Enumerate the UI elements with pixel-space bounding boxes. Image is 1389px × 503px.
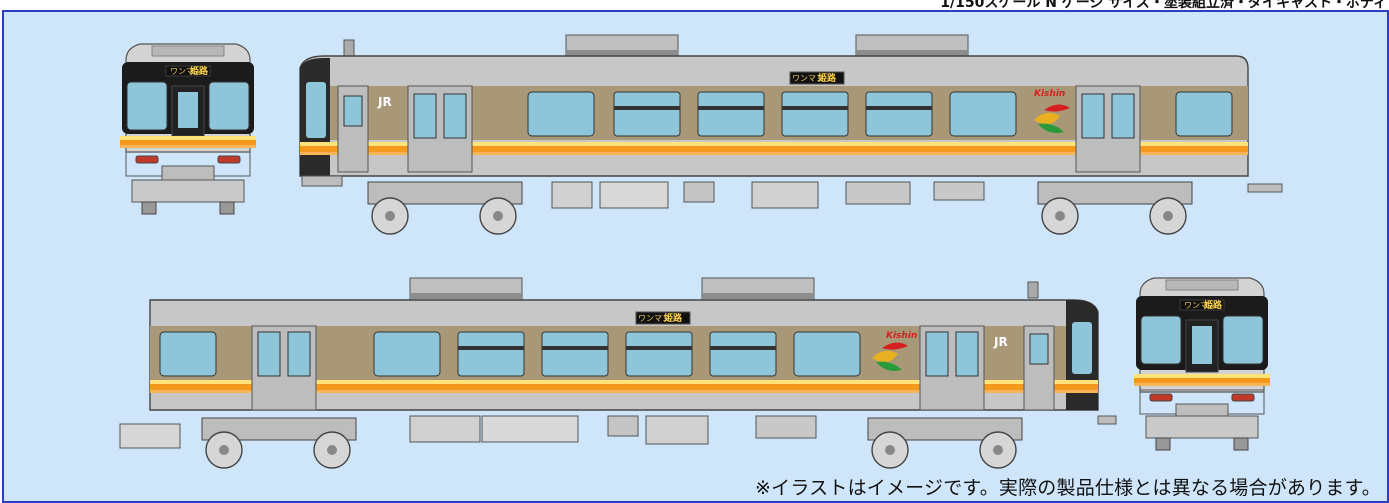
top-strip: 1/150スケール N ゲージ サイズ・塗装組立済・ダイキャスト・ボディ [0,0,1389,10]
top-car-side: JR ワンマン 姫路 Kishin [299,34,1283,235]
bottom-car-bogie-left [201,417,357,469]
top-car-bogie-left [367,181,523,235]
bottom-car-jr-mark: JR [993,335,1008,349]
top-car-jr-mark: JR [377,95,392,109]
top-car-destination: 姫路 [818,72,837,84]
front-view-right: ワンマン 姫路 [1134,277,1270,451]
train-illustration: ワンマン 姫路 [119,34,1283,469]
bottom-car-logo-text: Kishin [886,331,917,341]
bottom-car-side: JR ワンマン 姫路 Kishin [119,277,1117,469]
front-view-left: ワンマン 姫路 [120,43,256,215]
bottom-car-destination: 姫路 [664,312,683,324]
front-right-destination: 姫路 [1204,299,1223,311]
front-left-destination: 姫路 [190,65,209,77]
header-title: 1/150スケール N ゲージ サイズ・塗装組立済・ダイキャスト・ボディ [940,0,1387,10]
top-car-destination-prefix: ワンマン [792,74,824,83]
top-car-bogie-right [1037,181,1193,235]
illustration-panel: ワンマン 姫路 [2,10,1389,503]
bottom-car-destination-prefix: ワンマン [638,314,670,323]
front-right-destination-prefix: ワンマン [1184,301,1216,310]
top-car-logo-text: Kishin [1034,89,1065,99]
disclaimer-text: ※イラストはイメージです。実際の製品仕様とは異なる場合があります。 [755,477,1381,499]
front-left-destination-prefix: ワンマン [170,67,202,76]
bottom-car-bogie-right [867,417,1023,469]
